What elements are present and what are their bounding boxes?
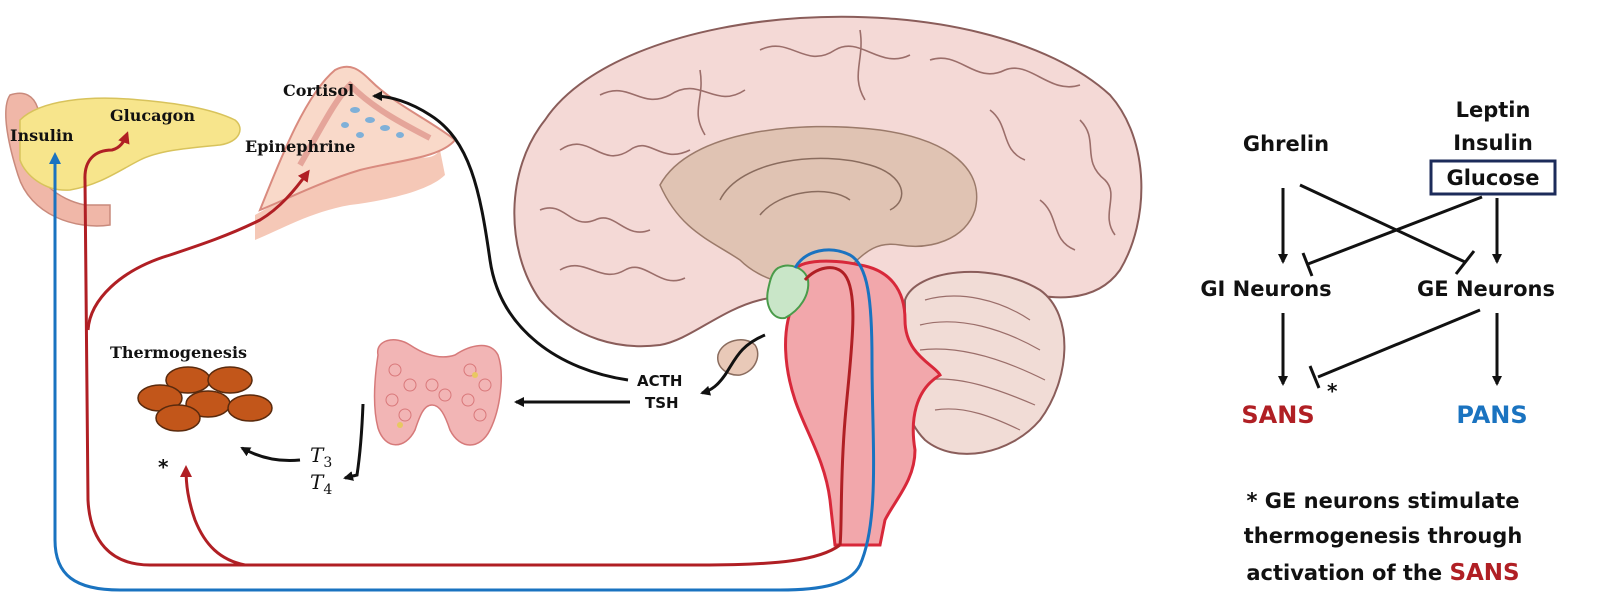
acth-label: ACTH (637, 372, 682, 390)
acth-to-cortisol-arrow (372, 91, 629, 382)
glucose-label: Glucose (1446, 166, 1539, 190)
pancreas-illustration (5, 92, 241, 227)
thyroid-to-t3t4-arrow (343, 403, 365, 481)
pancreas (19, 97, 241, 191)
t3-label: T3 (310, 443, 332, 471)
footnote-line-3: activation of the SANS (1246, 560, 1519, 586)
footnote-line-2: thermogenesis through (1244, 524, 1523, 548)
epinephrine-label: Epinephrine (245, 137, 355, 156)
regulation-schema: Ghrelin Leptin Insulin Glucose GI Neuron… (1200, 98, 1557, 429)
cortisol-label: Cortisol (283, 81, 354, 100)
fat-cell (207, 366, 253, 394)
sans-to-epinephrine-path (86, 169, 310, 331)
fat-cell (227, 394, 273, 422)
thermogenesis-label: Thermogenesis (110, 343, 247, 362)
brainstem (784, 259, 942, 547)
ge-inhibits-sans (1317, 308, 1481, 379)
fat-cell (155, 404, 201, 432)
footnote-line-3-prefix: activation of the (1246, 561, 1442, 585)
glucagon-label: Glucagon (110, 106, 195, 125)
sans-to-glucagon-path (83, 131, 841, 567)
thyroid-gland (373, 339, 503, 446)
insulin-label: Insulin (10, 126, 74, 145)
sans-pathways (83, 131, 855, 567)
insulin-schema-label: Insulin (1453, 131, 1533, 155)
footnote-sans-word: SANS (1449, 560, 1519, 586)
ghrelin-inhibits-ge (1299, 183, 1466, 264)
glucose-box (1429, 159, 1557, 196)
pans-label: PANS (1456, 401, 1527, 429)
adrenal-cells (341, 107, 404, 138)
brain-illustration (513, 15, 1143, 547)
sans-to-thermogenesis-path (180, 465, 246, 567)
pans-pathways (49, 152, 876, 592)
hypothalamus-to-brainstem-red (803, 266, 855, 546)
tsh-label: TSH (645, 394, 679, 412)
gi-neurons-label: GI Neurons (1200, 277, 1331, 301)
kidney-top (255, 150, 445, 240)
t4-label: T4 (310, 470, 332, 498)
gyri-folds (539, 29, 1116, 282)
pans-to-insulin-path (49, 152, 876, 592)
thyroid-texture (385, 363, 492, 422)
inner-brain-region (659, 125, 978, 286)
ge-sans-star: * (1327, 379, 1338, 403)
thermogenesis-star: * (158, 455, 169, 479)
brown-fat-cells (137, 366, 273, 432)
t3-to-thermogenesis-arrow (240, 446, 301, 462)
hormone-arrows (240, 91, 766, 481)
leptin-label: Leptin (1456, 98, 1531, 122)
glucose-inhibits-gi (1307, 195, 1483, 266)
sans-label: SANS (1241, 401, 1314, 429)
thyroid-illustration (373, 339, 503, 446)
schema-arrows (1278, 183, 1502, 389)
footnote: * GE neurons stimulate thermogenesis thr… (1244, 489, 1523, 586)
hypothalamus (766, 264, 810, 320)
pituitary-to-acth-arrow (700, 333, 766, 396)
ge-neurons-label: GE Neurons (1417, 277, 1555, 301)
ghrelin-label: Ghrelin (1243, 132, 1329, 156)
footnote-line-1: * GE neurons stimulate (1246, 489, 1519, 513)
